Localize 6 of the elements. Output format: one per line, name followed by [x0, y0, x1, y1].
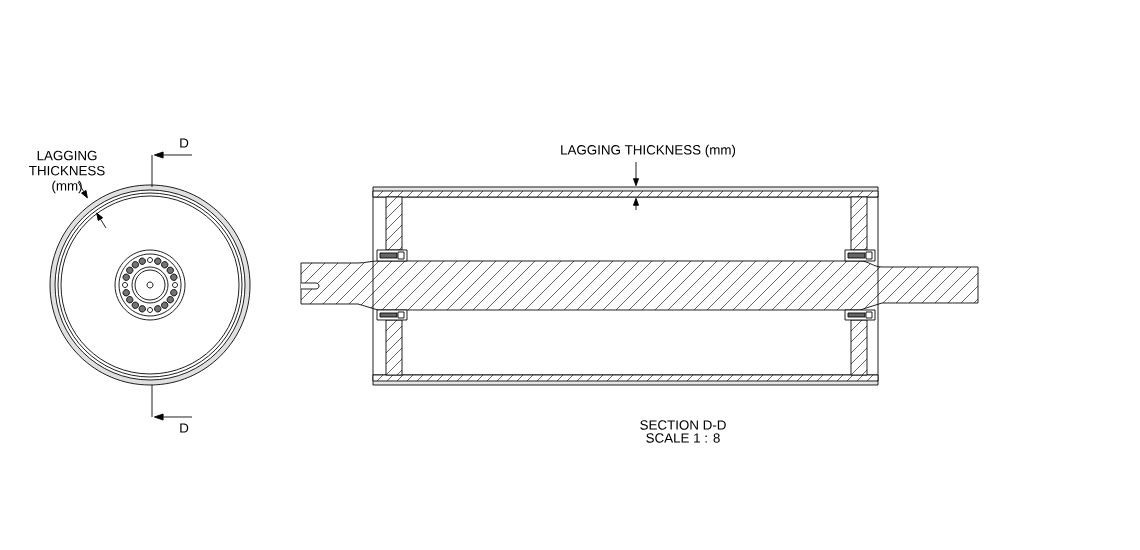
- view-title: SECTION D-D: [640, 420, 726, 430]
- view-scale: SCALE 1 : 8: [646, 433, 720, 443]
- dimension-label: LAGGING THICKNESS (mm): [561, 144, 736, 158]
- section-letter: D: [180, 423, 189, 433]
- section-letter: D: [180, 138, 189, 148]
- dimension-label: LAGGING THICKNESS (mm): [29, 150, 105, 194]
